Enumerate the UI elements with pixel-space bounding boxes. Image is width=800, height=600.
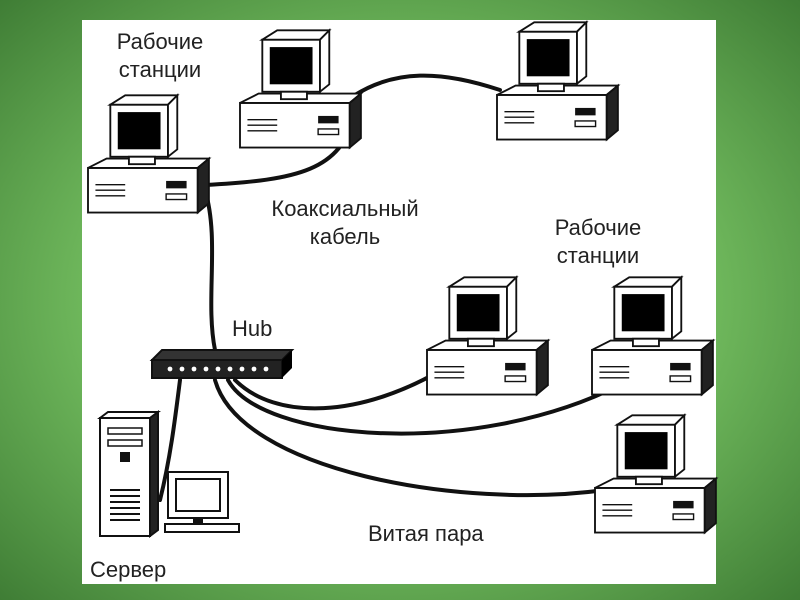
- label-hub: Hub: [232, 316, 273, 341]
- monitor-icon: [164, 471, 240, 533]
- label-workstations-top: Рабочие станции: [116, 29, 204, 82]
- coax-cable-2: [353, 73, 502, 97]
- workstation-icon: [426, 276, 549, 396]
- hub-icon: [149, 349, 295, 379]
- label-twisted-pair: Витая пара: [368, 521, 484, 546]
- label-coax-cable: Коаксиальный кабель: [271, 196, 419, 249]
- twisted-pair-cable-1: [158, 378, 182, 502]
- twisted-pair-cable-2: [233, 363, 452, 411]
- workstation-icon: [594, 414, 717, 534]
- twisted-pair-cable-3: [226, 378, 622, 436]
- twisted-pair-cable-4: [213, 378, 607, 498]
- workstation-icon: [591, 276, 714, 396]
- coax-cable-3: [203, 188, 217, 352]
- label-server: Сервер: [90, 557, 167, 582]
- workstation-icon: [496, 21, 619, 141]
- workstation-icon: [87, 94, 210, 214]
- label-workstations-right: Рабочие станции: [554, 215, 642, 268]
- server-tower-icon: [97, 410, 161, 538]
- workstation-icon: [239, 29, 362, 149]
